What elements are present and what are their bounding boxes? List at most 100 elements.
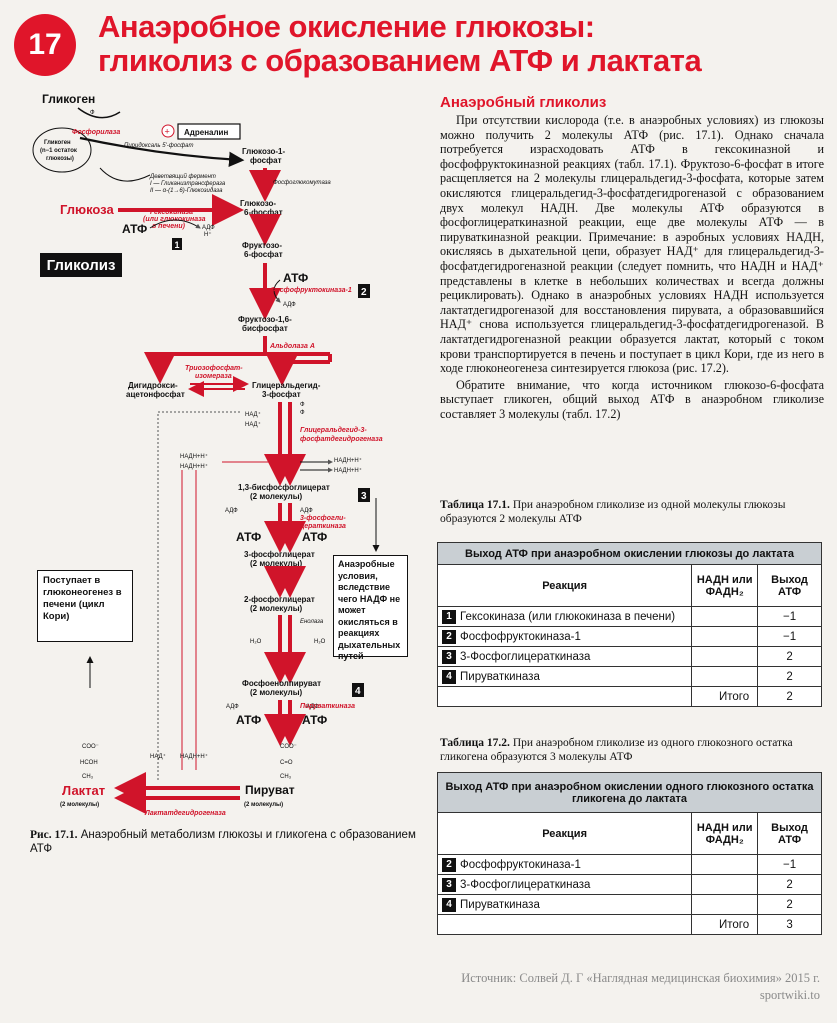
yield-cell: 2 <box>757 894 822 915</box>
total-label: Итого <box>691 686 759 707</box>
reaction-name: Фосфофруктокиназа-1 <box>460 630 581 643</box>
nadh-label-2: НАДН+Н⁺ <box>180 463 208 470</box>
table1-col-yield: Выход АТФ <box>757 564 822 607</box>
atp-label-pk-2: АТФ <box>302 713 327 727</box>
page-title: Анаэробное окисление глюкозы: гликолиз с… <box>98 10 818 78</box>
pyr-ch3: CH₃ <box>280 774 292 780</box>
gap-line2: 3-фосфат <box>262 390 301 399</box>
table2-banner: Выход АТФ при анаэробном окислении одног… <box>437 772 822 813</box>
glycolysis-diagram: Гликоген Ф Гликоген (n−1 остаток глюкозы… <box>32 92 383 817</box>
source-line2: sportwiki.to <box>759 988 820 1002</box>
gapdh-2: фосфатдегидрогеназа <box>300 435 383 443</box>
plus-sign: + <box>165 127 170 137</box>
debranch-1: Деветвящий фермент <box>149 173 216 180</box>
table2-caption-label: Таблица 17.2. <box>440 737 510 749</box>
phosphorylase-label: Фосфорилаза <box>72 129 120 136</box>
yield-cell: 2 <box>757 666 822 687</box>
pg3-two-mol: (2 молекулы) <box>250 559 303 568</box>
table2-caption: Таблица 17.2. При анаэробном гликолизе и… <box>440 736 824 764</box>
nadh-label-1: НАДН+Н⁺ <box>180 453 208 460</box>
glycogen-rest-3: глюкозы) <box>46 156 74 162</box>
table1-caption: Таблица 17.1. При анаэробном гликолизе и… <box>440 498 824 526</box>
body-paragraph-2: Обратите внимание, что когда источником … <box>440 377 824 421</box>
pyr-co: C=O <box>280 760 293 766</box>
table2: Выход АТФ при анаэробном окислении одног… <box>436 772 822 935</box>
glycolysis-badge: Гликолиз <box>40 253 122 277</box>
pyr-two-mol: (2 молекулы) <box>244 802 283 808</box>
phosphoglucomutase-label: Фосфоглюкомутаза <box>273 180 331 186</box>
reaction-number: 2 <box>442 857 456 872</box>
lac-hcoh: HCOH <box>80 760 98 766</box>
bpg-two-mol: (2 молекулы) <box>250 492 303 501</box>
source-line1: Источник: Солвей Д. Г «Наглядная медицин… <box>461 971 820 985</box>
page-title-line1: Анаэробное окисление глюкозы: <box>98 9 595 44</box>
figure-caption-label: Рис. 17.1. <box>30 829 78 841</box>
tpi-2: изомераза <box>195 373 232 380</box>
step-2-number: 2 <box>361 287 367 298</box>
f6p-line1: Фруктозо- <box>242 241 282 250</box>
nadh-cell <box>691 874 759 895</box>
table1-col-nadh: НАДН или ФАДН₂ <box>691 564 759 607</box>
step-2-marker <box>358 284 370 298</box>
debranch-3: II — α-(1→6)-Глюкозидаза <box>150 188 223 194</box>
table1: Выход АТФ при анаэробном окислении глюко… <box>436 542 822 707</box>
table-row: 3 3-Фосфоглицераткиназа 2 <box>436 646 822 667</box>
nadh-cell <box>691 894 759 915</box>
g6p-line2: 6-фосфат <box>244 208 283 217</box>
debranch-curve <box>99 167 151 182</box>
dhap-line1: Дигидрокси- <box>128 381 178 390</box>
atp-label-hk: АТФ <box>122 222 147 236</box>
pep-two-mol: (2 молекулы) <box>250 688 303 697</box>
lac-ch3: CH₃ <box>82 774 94 780</box>
ldh-label: Лактатдегидрогеназа <box>144 809 226 817</box>
total-value: 2 <box>757 686 822 707</box>
nadh-cell <box>691 606 759 627</box>
hexokinase-3: в печени) <box>152 223 186 230</box>
adrenalin-label: Адреналин <box>184 128 228 137</box>
f16bp-line1: Фруктозо-1,6- <box>238 315 292 324</box>
adp-label-pk-1: АДФ <box>226 704 239 710</box>
nad-label-3: НАД⁺ <box>150 753 166 760</box>
hk-atp-curve <box>149 219 201 229</box>
glycogen-label: Гликоген <box>42 92 95 106</box>
reaction-number: 4 <box>442 897 456 912</box>
glycogen-rest-2: (n−1 остаток <box>40 148 77 154</box>
adrenalin-box <box>177 123 241 140</box>
table1-caption-text: При анаэробном гликолизе из одной молеку… <box>440 499 786 525</box>
phi-label: Ф <box>90 110 95 116</box>
reaction-name: Гексокиназа (или глюкокиназа в печени) <box>460 610 676 623</box>
reaction-number: 3 <box>442 649 456 664</box>
pyr-coo: COO⁻ <box>280 744 297 750</box>
step-3-number: 3 <box>361 491 367 502</box>
table2-col-nadh: НАДН или ФАДН₂ <box>691 812 759 855</box>
page-title-line2: гликолиз с образованием АТФ и лактата <box>98 43 702 78</box>
total-spacer <box>436 686 693 707</box>
glycogen-rest-1: Гликоген <box>44 140 71 146</box>
yield-cell: −1 <box>757 854 822 875</box>
adp-label-hk: АДФ <box>202 225 215 231</box>
atp-label-pgk-1: АТФ <box>236 530 261 544</box>
step-3-marker <box>358 488 370 502</box>
enolase-label: Енолаза <box>300 619 324 625</box>
figure-caption-text: Анаэробный метаболизм глюкозы и гликоген… <box>30 829 416 855</box>
f16bp-line2: бисфосфат <box>242 324 288 333</box>
pk-label: Пируваткиназа <box>300 703 355 710</box>
table1-col-reaction: Реакция <box>436 564 693 607</box>
pg2-two-mol: (2 молекулы) <box>250 604 303 613</box>
lac-coo: COO⁻ <box>82 744 99 750</box>
cori-cycle-note: Поступает в глюконеогенез в печени (цикл… <box>37 570 133 642</box>
total-spacer <box>436 914 693 935</box>
table2-caption-text: При анаэробном гликолизе из одного глюко… <box>440 737 793 763</box>
total-value: 3 <box>757 914 822 935</box>
reaction-name: 3-Фосфоглицераткиназа <box>460 650 591 663</box>
dhap-line2: ацетонфосфат <box>126 390 185 399</box>
yield-cell: 2 <box>757 646 822 667</box>
